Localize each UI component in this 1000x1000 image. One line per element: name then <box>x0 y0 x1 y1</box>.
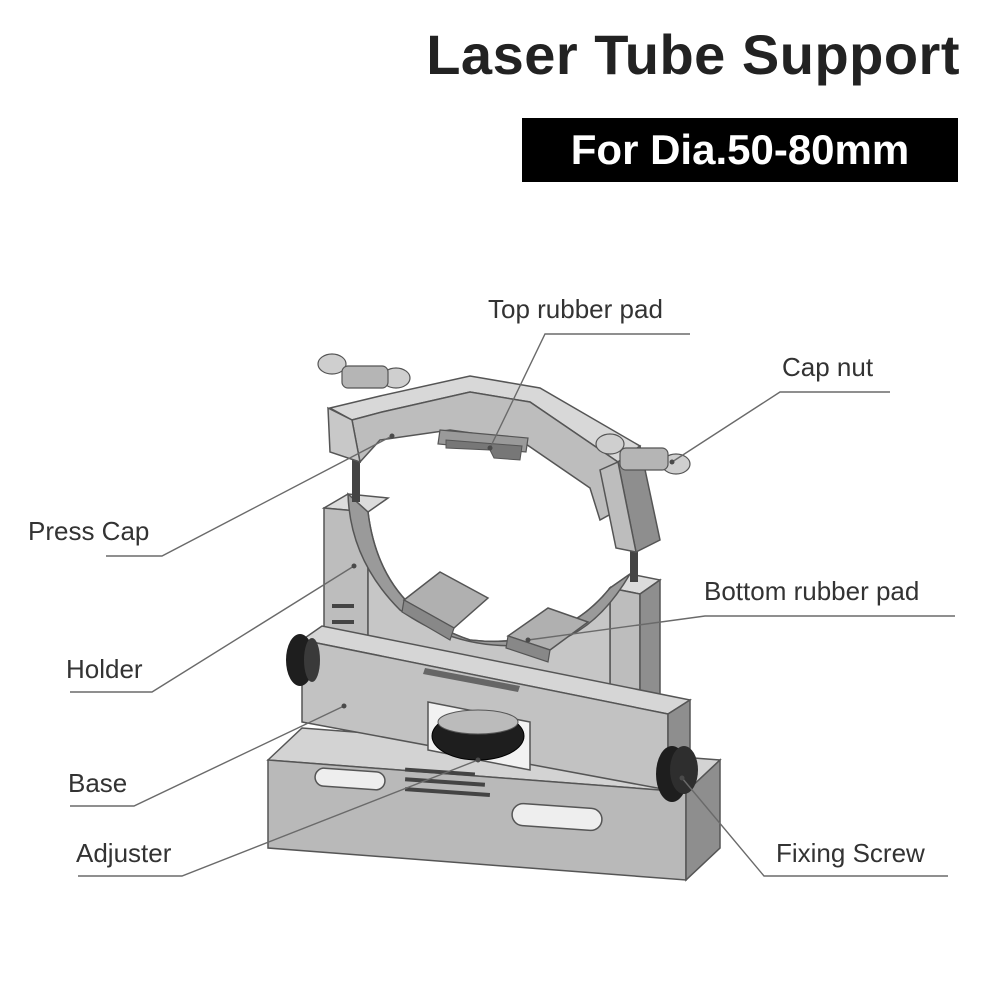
leader-lines <box>70 333 955 877</box>
label-base: Base <box>68 768 128 798</box>
cap-nut-left <box>317 353 411 389</box>
leader-bottom-rubber-pad <box>527 615 955 641</box>
diameter-badge: For Dia.50-80mm <box>522 118 958 182</box>
cap-nut-right <box>595 433 691 475</box>
page-title: Laser Tube Support <box>426 23 960 86</box>
leader-adjuster <box>78 759 479 877</box>
label-cap-nut: Cap nut <box>782 352 874 382</box>
label-adjuster: Adjuster <box>76 838 172 868</box>
leader-base <box>70 705 345 807</box>
label-holder: Holder <box>66 654 143 684</box>
adjuster-block <box>300 625 692 792</box>
threaded-rods <box>352 450 638 582</box>
leader-fixing-screw <box>681 777 948 877</box>
leader-top-rubber-pad <box>489 333 690 449</box>
label-fixing-screw: Fixing Screw <box>776 838 925 868</box>
leader-holder <box>70 565 355 693</box>
label-bottom-rubber-pad: Bottom rubber pad <box>704 576 920 606</box>
label-top-rubber-pad: Top rubber pad <box>488 294 663 324</box>
leader-cap-nut <box>671 391 890 463</box>
fixing-screw-knob <box>656 746 698 802</box>
leader-dots <box>341 433 685 781</box>
press-cap <box>327 375 661 554</box>
label-press-cap: Press Cap <box>28 516 150 546</box>
left-knob <box>286 634 320 686</box>
leader-press-cap <box>106 435 393 557</box>
